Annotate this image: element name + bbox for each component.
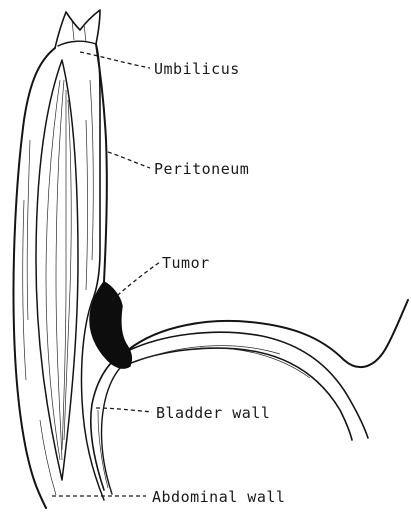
label-bladder-wall: Bladder wall <box>156 404 270 422</box>
bladder-wall-leader <box>96 408 152 412</box>
abdominal-wall <box>13 44 104 508</box>
umbilicus-leader <box>80 52 150 68</box>
label-abdominal-wall: Abdominal wall <box>152 488 285 506</box>
label-peritoneum: Peritoneum <box>154 160 249 178</box>
peritoneum <box>96 44 408 367</box>
label-umbilicus: Umbilicus <box>154 60 240 78</box>
label-tumor: Tumor <box>162 254 210 272</box>
tumor-mass <box>90 282 132 368</box>
tumor-leader <box>112 262 160 300</box>
peritoneum-leader <box>108 152 150 168</box>
umbilicus-structure <box>55 10 100 48</box>
